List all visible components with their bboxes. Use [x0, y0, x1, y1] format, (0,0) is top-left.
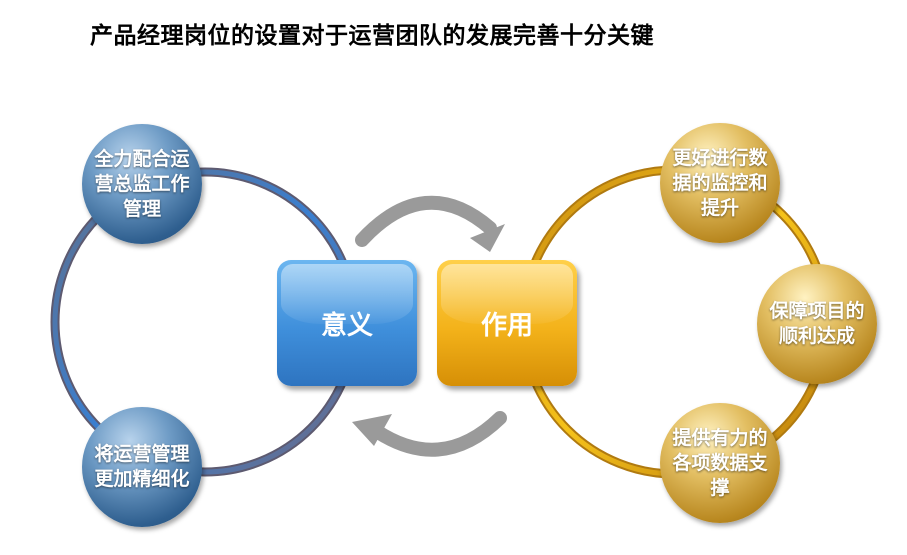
right-item-text: 保障项目的顺利达成	[769, 300, 865, 347]
left-item-text: 将运营管理更加精细化	[94, 443, 190, 490]
left-item-bubble: 将运营管理更加精细化	[82, 407, 202, 527]
meaning-label: 意义	[320, 310, 373, 341]
right-item-text: 更好进行数据的监控和提升	[672, 146, 768, 219]
meaning-box: 意义	[277, 260, 417, 386]
cycle-arrow-bottom	[352, 411, 507, 457]
left-item-bubble: 全力配合运营总监工作管理	[82, 124, 202, 244]
right-item-bubble: 保障项目的顺利达成	[757, 264, 877, 384]
cycle-arrow-top	[355, 195, 505, 252]
left-item-text: 全力配合运营总监工作管理	[94, 147, 190, 220]
page-title: 产品经理岗位的设置对于运营团队的发展完善十分关键	[90, 23, 654, 49]
right-item-bubble: 更好进行数据的监控和提升	[660, 123, 780, 243]
function-label: 作用	[480, 310, 533, 341]
right-item-text: 提供有力的各项数据支撑	[672, 426, 768, 499]
function-box: 作用	[437, 260, 577, 386]
right-item-bubble: 提供有力的各项数据支撑	[660, 403, 780, 523]
